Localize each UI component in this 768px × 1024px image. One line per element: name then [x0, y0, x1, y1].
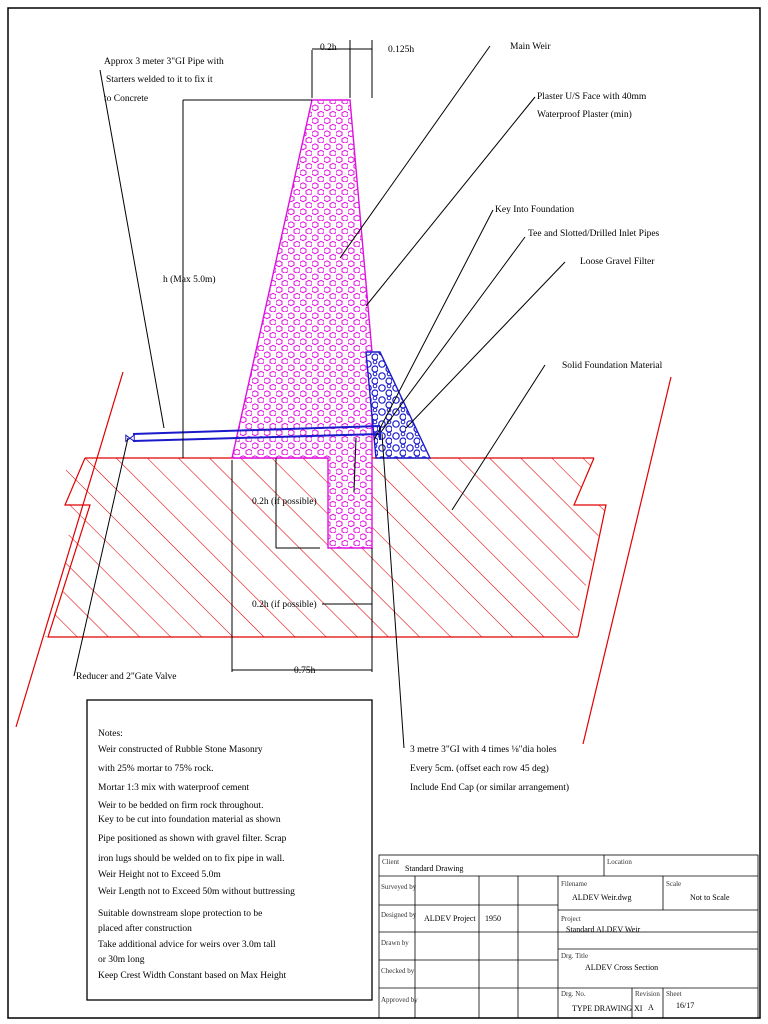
- tb-title-label: Drg. Title: [561, 952, 588, 960]
- tb-designed-label: Designed by: [381, 911, 417, 919]
- label-foundation: Solid Foundation Material: [562, 361, 663, 371]
- dim-base: 0.75h: [294, 666, 316, 676]
- dim-key-depth: 0.2h (if possible): [252, 496, 317, 507]
- label-main-weir: Main Weir: [510, 42, 551, 52]
- leader-lines: [73, 45, 566, 749]
- label-key: Key Into Foundation: [495, 205, 574, 215]
- tb-drgno: TYPE DRAWING XI: [572, 1004, 643, 1013]
- tb-revision: A: [648, 1003, 654, 1012]
- tb-checked-label: Checked by: [381, 967, 415, 975]
- title-block: [378, 854, 759, 1019]
- notes-text: Weir constructed of Rubble Stone Masonry…: [98, 744, 297, 981]
- tb-designed-by: ALDEV Project: [424, 914, 476, 923]
- tb-project-label: Project: [561, 915, 581, 923]
- tb-drgno-label: Drg. No.: [561, 990, 586, 998]
- tb-scale: Not to Scale: [690, 893, 730, 902]
- tb-project: Standard ALDEV Weir: [566, 925, 640, 934]
- notes-box: [86, 699, 373, 1001]
- label-plaster: Plaster U/S Face with 40mm Waterproof Pl…: [537, 92, 649, 120]
- label-gravel: Loose Gravel Filter: [580, 257, 655, 267]
- label-gi-pipe: Approx 3 meter 3"GI Pipe with Starters w…: [104, 57, 226, 104]
- gravel-filter: [365, 351, 432, 459]
- dim-height: h (Max 5.0m): [163, 274, 216, 285]
- tb-scale-label: Scale: [666, 880, 681, 888]
- label-reducer: Reducer and 2"Gate Valve: [76, 672, 177, 682]
- tb-sheet: 16/17: [676, 1001, 694, 1010]
- label-tee: Tee and Slotted/Drilled Inlet Pipes: [528, 229, 660, 239]
- tb-revision-label: Revision: [635, 990, 660, 998]
- tb-approved-label: Approved by: [381, 996, 418, 1004]
- dim-offset: 0.125h: [388, 45, 414, 55]
- tb-client: Standard Drawing: [405, 864, 463, 873]
- foundation-band: [15, 371, 672, 745]
- notes-title: Notes:: [98, 729, 123, 739]
- dim-crest: 0.2h: [320, 43, 337, 53]
- tb-client-label: Client: [382, 858, 399, 866]
- dim-key-width: 0.2h (if possible): [252, 599, 317, 610]
- tb-filename-label: Filename: [561, 880, 587, 888]
- dimension-lines: [182, 40, 373, 672]
- gate-valve-icon: ⋈: [124, 431, 136, 445]
- tb-sheet-label: Sheet: [666, 990, 682, 998]
- tb-designed-year: 1950: [485, 914, 501, 923]
- tb-location-label: Location: [607, 858, 632, 866]
- tb-drawn-label: Drawn by: [381, 939, 409, 947]
- tb-filename: ALDEV Weir.dwg: [572, 893, 632, 902]
- label-inlet: 3 metre 3"GI with 4 times ⅛"dia holes Ev…: [410, 745, 569, 793]
- tb-title: ALDEV Cross Section: [585, 963, 658, 972]
- tb-surveyed-label: Surveyed by: [381, 883, 417, 891]
